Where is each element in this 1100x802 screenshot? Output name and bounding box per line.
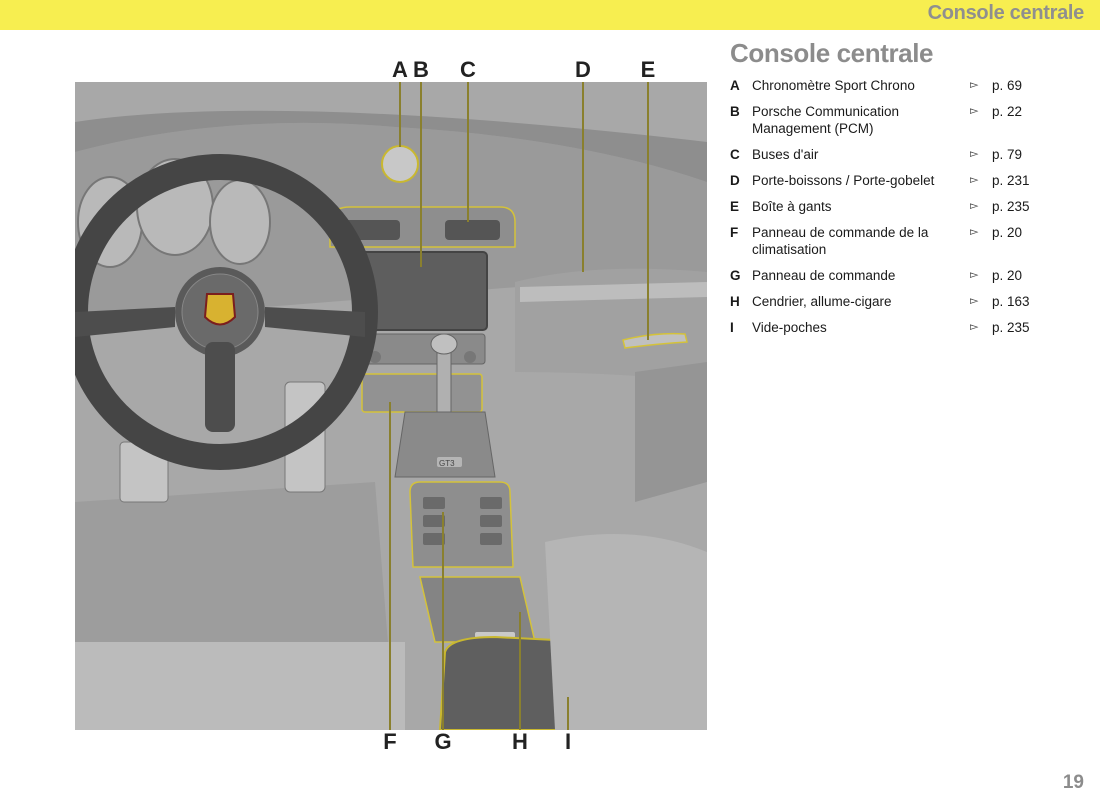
legend-page-ref[interactable]: p. 231 <box>992 173 1030 188</box>
legend-item: A Chronomètre Sport Chrono ▻ p. 69 <box>730 77 1050 94</box>
legend-page-ref[interactable]: p. 235 <box>992 320 1030 335</box>
callout-g: G <box>434 729 452 754</box>
legend-text: Porsche Communication Management (PCM) <box>752 104 900 136</box>
page-number: 19 <box>1062 772 1084 793</box>
arrow-icon: ▻ <box>970 321 979 333</box>
callout-h: H <box>512 729 528 754</box>
legend-letter: B <box>730 104 740 119</box>
legend-text: Cendrier, allume-cigare <box>752 294 892 309</box>
legend-item: C Buses d'air ▻ p. 79 <box>730 146 1050 163</box>
legend-letter: H <box>730 294 740 309</box>
legend-text: Panneau de commande <box>752 268 896 283</box>
legend-letter: G <box>730 268 741 283</box>
legend-letter: E <box>730 199 740 214</box>
legend-text: Panneau de commande de la climatisation <box>752 225 929 257</box>
arrow-icon: ▻ <box>970 105 979 117</box>
legend-page-ref[interactable]: p. 20 <box>992 268 1023 283</box>
legend-item: B Porsche Communication Management (PCM)… <box>730 103 1050 137</box>
callout-e: E <box>640 57 656 82</box>
legend-letter: F <box>730 225 739 240</box>
legend-item: I Vide-poches ▻ p. 235 <box>730 319 1050 336</box>
legend-page-ref[interactable]: p. 22 <box>992 104 1023 119</box>
callout-i: I <box>564 729 572 754</box>
gt3-badge-text: GT3 <box>439 459 455 468</box>
callout-a: A <box>392 57 408 82</box>
header-band: Console centrale <box>0 0 1100 30</box>
legend-item: F Panneau de commande de la climatisatio… <box>730 224 1050 258</box>
legend-item: H Cendrier, allume-cigare ▻ p. 163 <box>730 293 1050 310</box>
legend-text: Buses d'air <box>752 147 819 162</box>
running-header: Console centrale <box>927 2 1085 24</box>
legend-page-ref[interactable]: p. 20 <box>992 225 1023 240</box>
legend-item: D Porte-boissons / Porte-gobelet ▻ p. 23… <box>730 172 1050 189</box>
legend-letter: A <box>730 78 740 93</box>
legend-letter: C <box>730 147 740 162</box>
legend-page-ref[interactable]: p. 163 <box>992 294 1030 309</box>
interior-illustration: GT3 <box>62 82 707 731</box>
legend-letter: I <box>730 320 734 335</box>
arrow-icon: ▻ <box>970 295 979 307</box>
legend-page-ref[interactable]: p. 235 <box>992 199 1030 214</box>
arrow-icon: ▻ <box>970 79 979 91</box>
legend-item: G Panneau de commande ▻ p. 20 <box>730 267 1050 284</box>
section-title: Console centrale <box>730 38 934 68</box>
cockpit-drawing: GT3 <box>62 82 707 731</box>
legend-list: A Chronomètre Sport Chrono ▻ p. 69 B Por… <box>730 77 1050 345</box>
legend-page-ref[interactable]: p. 79 <box>992 147 1023 162</box>
callout-d: D <box>575 57 591 82</box>
arrow-icon: ▻ <box>970 174 979 186</box>
arrow-icon: ▻ <box>970 148 979 160</box>
legend-letter: D <box>730 173 740 188</box>
arrow-icon: ▻ <box>970 200 979 212</box>
arrow-icon: ▻ <box>970 269 979 281</box>
legend-text: Chronomètre Sport Chrono <box>752 78 915 93</box>
legend-text: Porte-boissons / Porte-gobelet <box>752 173 935 188</box>
arrow-icon: ▻ <box>970 226 979 238</box>
callout-b: B <box>413 57 429 82</box>
callout-f: F <box>383 729 397 754</box>
legend-text: Boîte à gants <box>752 199 832 214</box>
legend-text: Vide-poches <box>752 320 827 335</box>
legend-page-ref[interactable]: p. 69 <box>992 78 1023 93</box>
callout-c: C <box>460 57 476 82</box>
legend-item: E Boîte à gants ▻ p. 235 <box>730 198 1050 215</box>
